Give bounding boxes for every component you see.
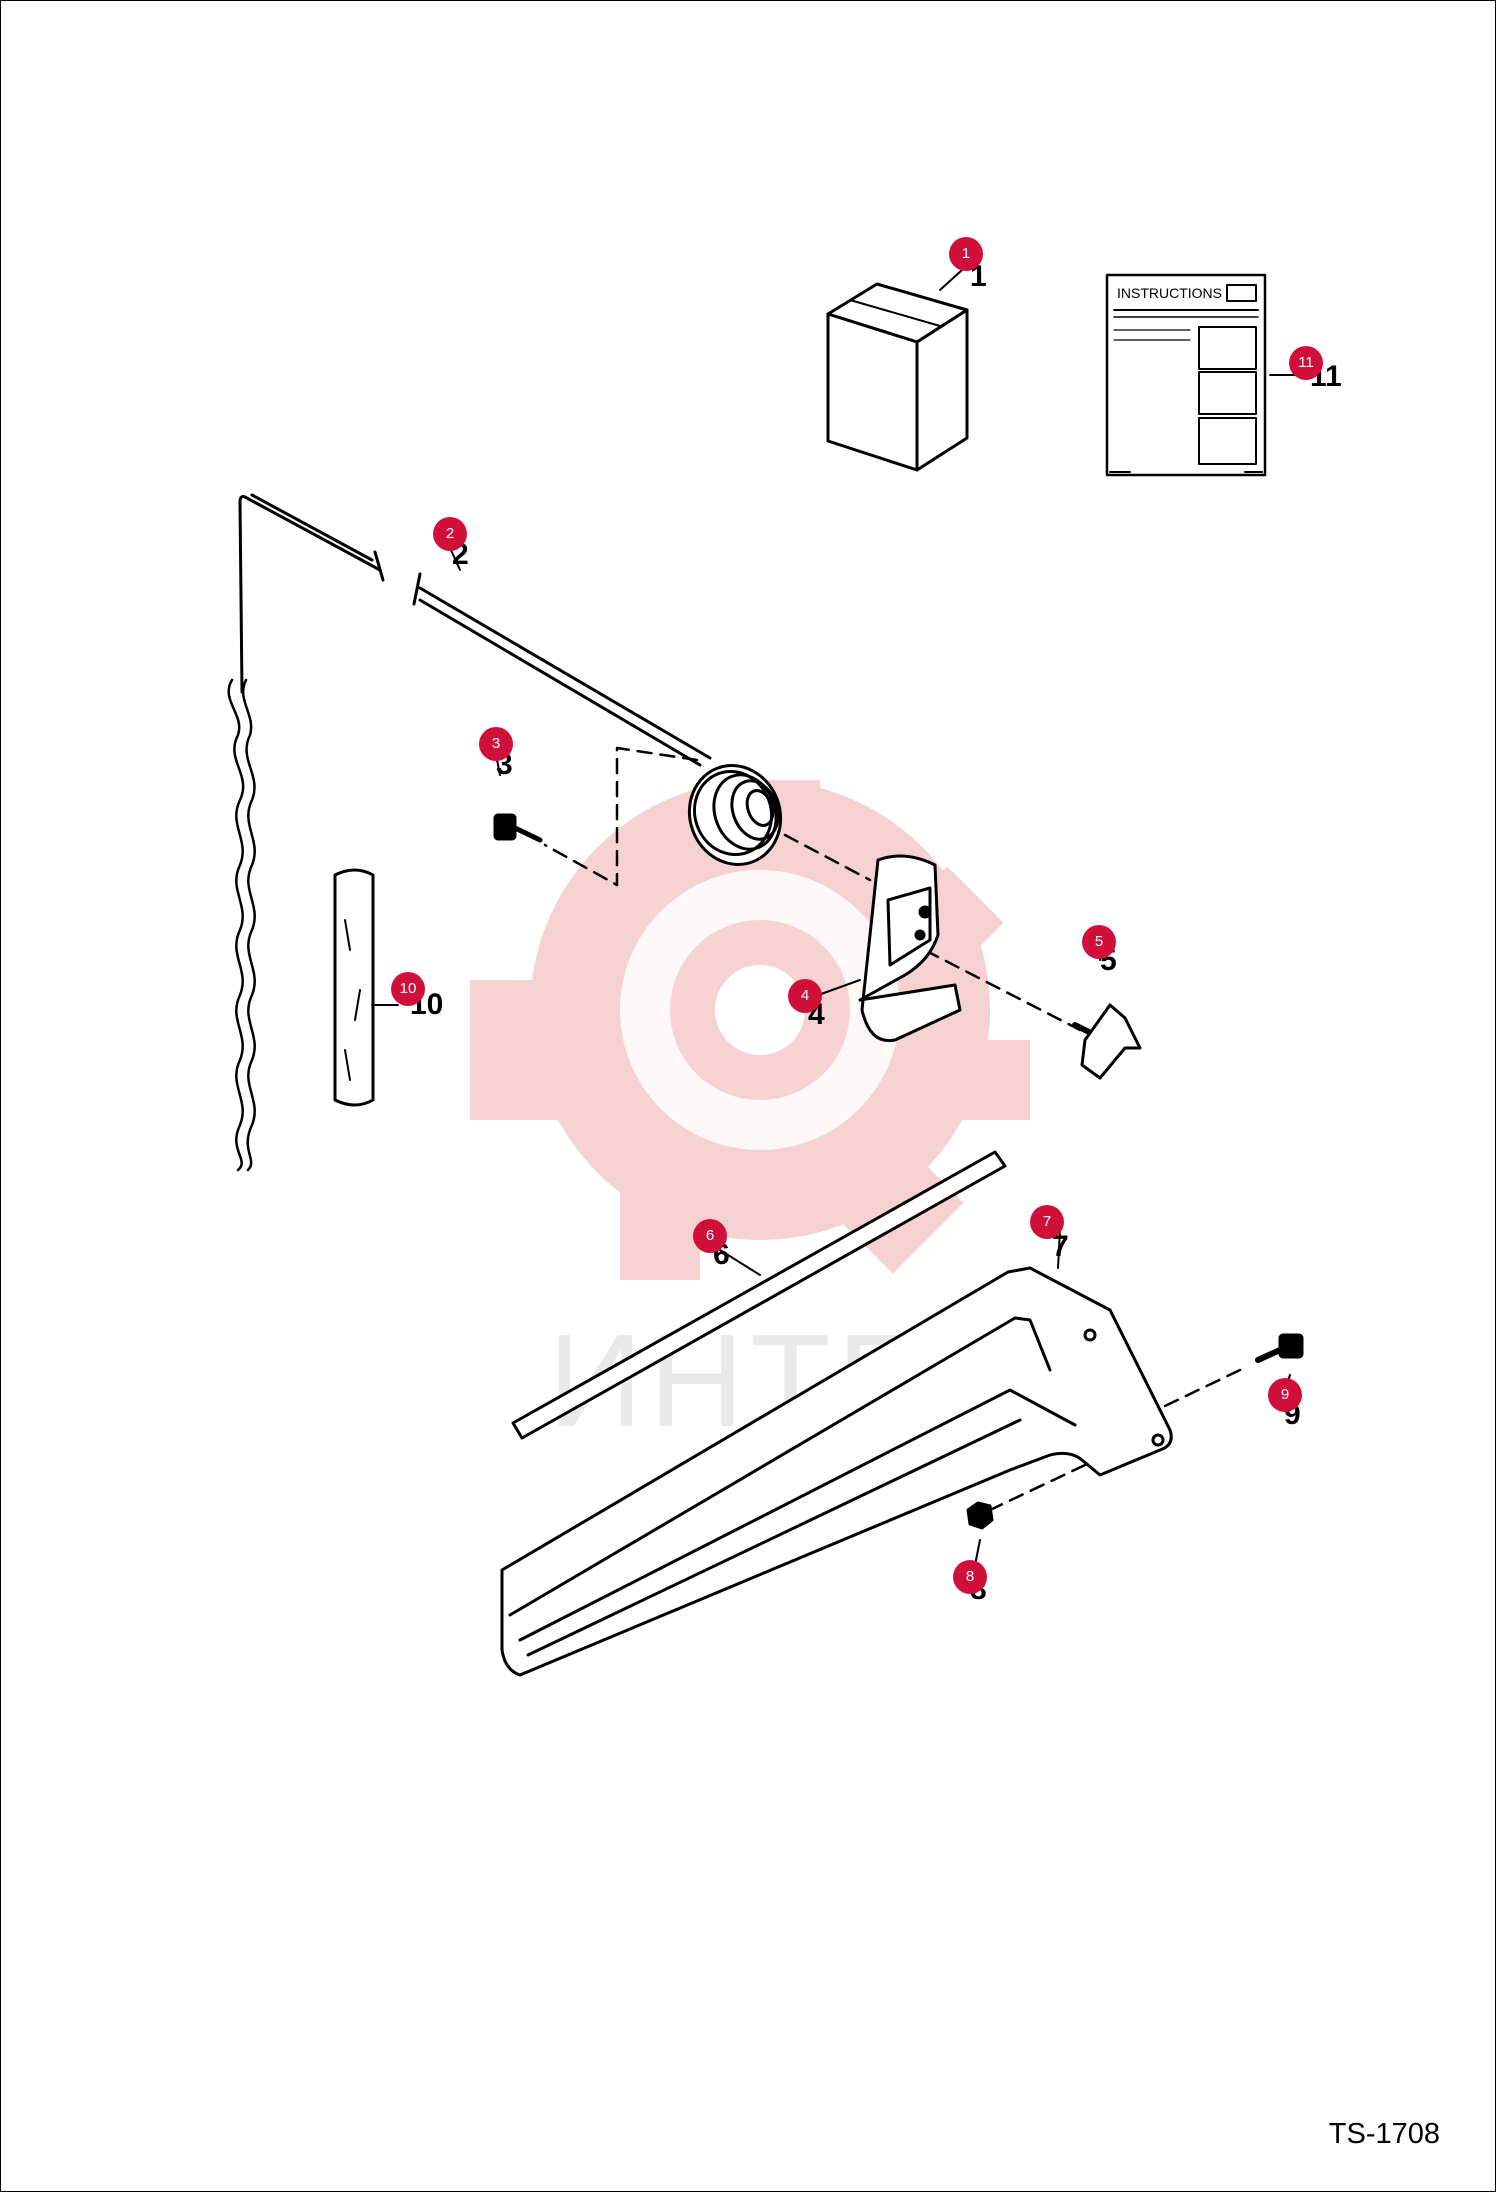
part-9-bolt	[1255, 1333, 1304, 1363]
callout-3[interactable]: 3	[479, 727, 513, 761]
chain	[227, 678, 256, 1172]
part-10-tube	[333, 868, 375, 1107]
part-5-knob	[1072, 1003, 1142, 1080]
callout-9[interactable]: 9	[1268, 1378, 1302, 1412]
part-label-1: 1	[970, 260, 987, 293]
instruction-sheet-title: INSTRUCTIONS	[1117, 285, 1222, 301]
part-8-nut	[966, 1501, 994, 1530]
part-7-tray	[500, 1266, 1173, 1677]
callout-11[interactable]: 11	[1289, 346, 1323, 380]
part-6-strip	[511, 1150, 1007, 1440]
callout-4[interactable]: 4	[788, 979, 822, 1013]
part-1-box	[826, 282, 969, 472]
part-2-spring-rod	[238, 493, 783, 866]
part-4-bracket	[858, 854, 962, 1043]
part-3-bolt	[493, 813, 543, 843]
callout-1[interactable]: 1	[949, 237, 983, 271]
callout-6[interactable]: 6	[693, 1219, 727, 1253]
part-11-instruction-sheet	[1105, 273, 1267, 477]
callout-8[interactable]: 8	[953, 1560, 987, 1594]
callout-5[interactable]: 5	[1082, 925, 1116, 959]
document-id: TS-1708	[1328, 2118, 1440, 2150]
callout-2[interactable]: 2	[433, 517, 467, 551]
callout-7[interactable]: 7	[1030, 1205, 1064, 1239]
part-label-7: 7	[1052, 1230, 1069, 1263]
callout-10[interactable]: 10	[391, 972, 425, 1006]
